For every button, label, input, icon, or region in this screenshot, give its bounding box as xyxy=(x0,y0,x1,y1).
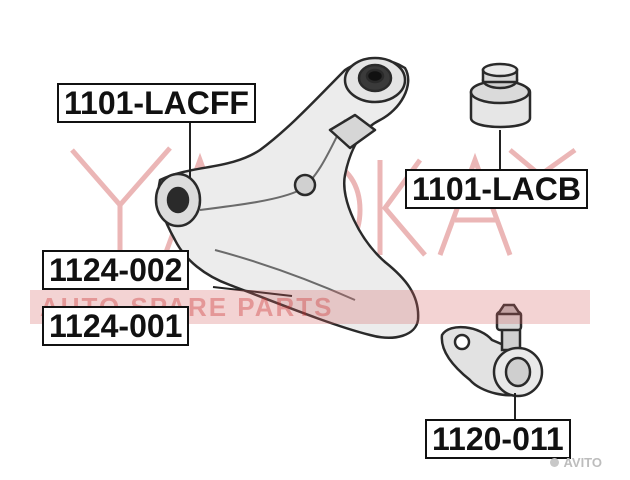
site-watermark: AVITO xyxy=(550,455,602,470)
avito-logo-icon xyxy=(550,458,560,467)
part-label-1124-002: 1124-002 xyxy=(42,250,190,290)
part-label-1101-lacb: 1101-LACB xyxy=(405,169,588,209)
part-label-1101-lacff: 1101-LACFF xyxy=(57,83,256,123)
site-watermark-text: AVITO xyxy=(563,455,602,470)
front-bushing-illustration xyxy=(343,56,407,104)
control-arm-illustration xyxy=(157,58,420,339)
part-label-1124-001: 1124-001 xyxy=(42,306,190,346)
part-label-1120-011: 1120-011 xyxy=(425,419,571,459)
arm-rear-bushing-illustration xyxy=(154,172,202,228)
separate-bushing-illustration xyxy=(469,62,532,129)
leader-lines xyxy=(189,121,516,419)
ball-joint-illustration xyxy=(440,303,544,398)
